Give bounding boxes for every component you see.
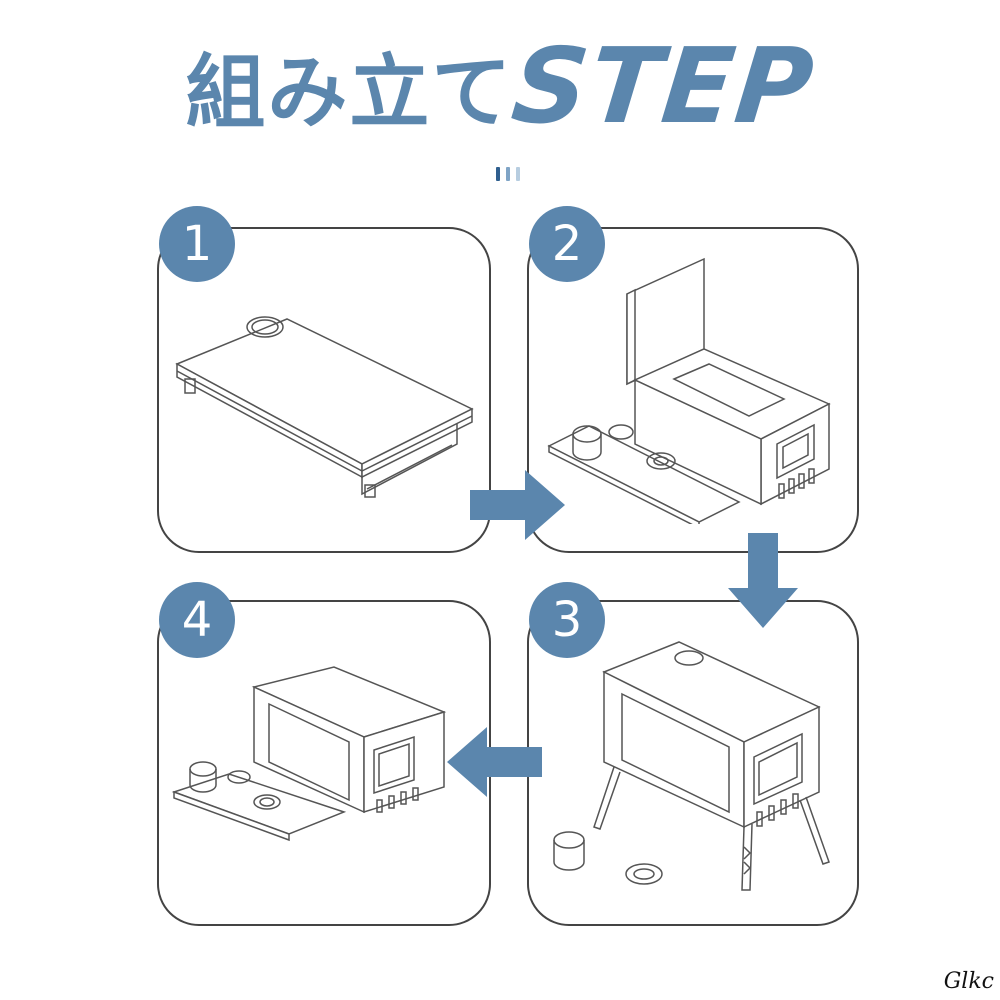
stove-body-illustration [171,666,447,842]
step-panel-2 [527,227,859,553]
tick-mark [506,167,510,181]
tick-mark [516,167,520,181]
arrow-right-icon [470,470,565,540]
step-panel-4 [157,600,491,926]
arrow-left-icon [447,727,542,797]
page-title: 組み立てSTEP [0,25,1000,147]
step-number-badge: 3 [529,582,605,658]
watermark: Glkc [943,969,994,994]
step-number-badge: 1 [159,206,235,282]
step-panel-3 [527,600,859,926]
title-japanese: 組み立て [185,46,514,139]
folded-stove-illustration [175,316,474,498]
step-panel-1 [157,227,491,553]
arrow-down-icon [728,533,798,628]
step-number-badge: 2 [529,206,605,282]
step-number-badge: 4 [159,582,235,658]
assembled-stove-illustration [553,641,830,891]
opened-stove-illustration [547,257,831,524]
title-english: STEP [507,25,821,147]
tick-mark [496,167,500,181]
